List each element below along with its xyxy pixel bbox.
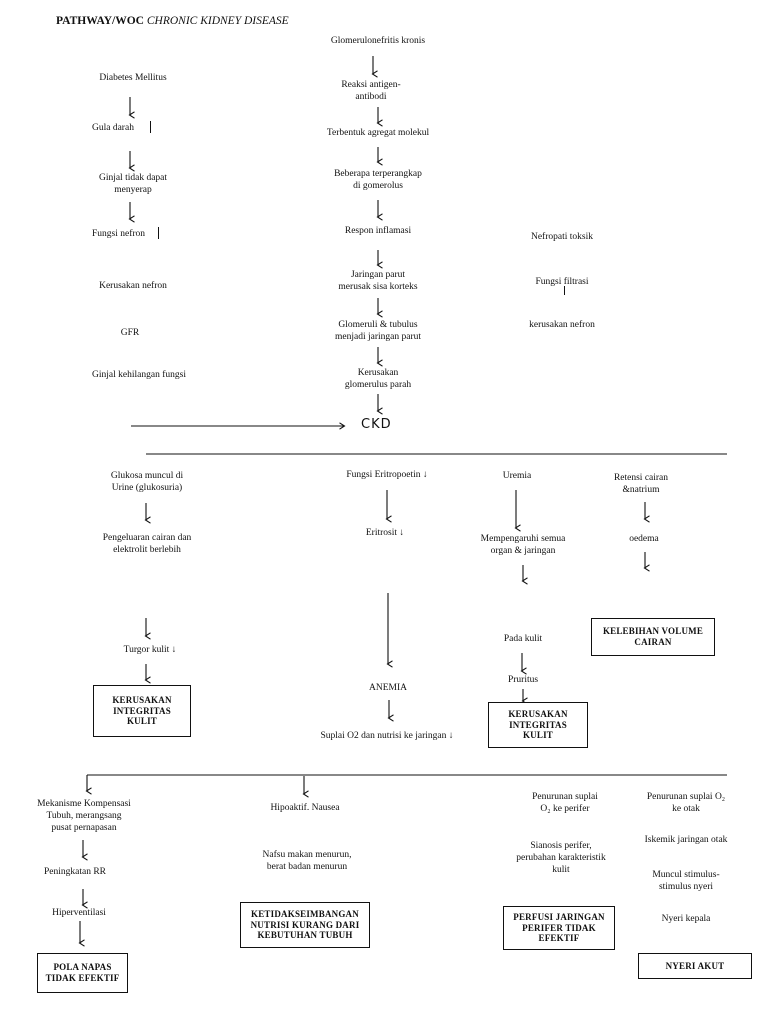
node-nefropati: Nefropati toksik [530,232,593,242]
node-glomeruli: Glomeruli & tubulus menjadi jaringan par… [335,320,421,343]
diagnosis-nyeri-akut: NYERI AKUT [638,953,752,979]
node-kerusakan-nefron-left: Kerusakan nefron [99,281,167,291]
diagnosis-kelebihan-volume-cairan: KELEBIHAN VOLUME CAIRAN [591,618,715,656]
node-sianosis: Sianosis perifer, perubahan karakteristi… [516,841,606,876]
diagnosis-perfusi-jaringan: PERFUSI JARINGAN PERIFER TIDAK EFEKTIF [503,906,615,950]
node-eritrosit: Eritrosit ↓ [365,528,405,538]
node-iskemik: Iskemik jaringan otak [644,835,728,845]
node-gula-darah: Gula darah [92,123,134,133]
node-reaksi: Reaksi antigen- antibodi [341,80,401,103]
node-uremia: Uremia [502,471,532,481]
node-pengeluaran-cairan: Pengeluaran cairan dan elektrolit berleb… [102,533,192,556]
node-diabetes: Diabetes Mellitus [99,73,167,83]
node-penurunan-suplai-perifer: Penurunan suplai O₂ ke perifer [532,792,598,815]
node-glomerulonefritis: Glomerulonefritis kronis [330,36,426,46]
node-ginjal-menyerap: Ginjal tidak dapat menyerap [98,173,168,196]
node-glukosuria: Glukosa muncul di Urine (glukosuria) [110,471,184,494]
node-stimulus-nyeri: Muncul stimulus- stimulus nyeri [652,870,720,893]
node-suplai-o2: Suplai O2 dan nutrisi ke jaringan ↓ [320,731,454,741]
node-jaringan-parut: Jaringan parut merusak sisa korteks [338,270,418,293]
node-respon-inflamasi: Respon inflamasi [344,226,412,236]
node-nyeri-kepala: Nyeri kepala [661,914,711,924]
node-peningkatan-rr: Peningkatan RR [43,867,106,877]
node-fungsi-nefron: Fungsi nefron [92,229,146,239]
node-retensi-cairan: Retensi cairan &natrium [613,473,669,496]
diagnosis-kerusakan-integritas-kulit-1: KERUSAKAN INTEGRITAS KULIT [93,685,191,737]
node-mekanisme-kompensasi: Mekanisme Kompensasi Tubuh, merangsang p… [37,799,131,834]
node-pada-kulit: Pada kulit [503,634,543,644]
node-mempengaruhi: Mempengaruhi semua organ & jaringan [480,534,566,557]
node-pruritus: Pruritus [507,675,539,685]
node-oedema: oedema [629,534,659,544]
node-ginjal-fungsi: Ginjal kehilangan fungsi [92,370,186,380]
node-ckd: CKD [361,417,392,432]
node-terperangkap: Beberapa terperangkap di gomerolus [334,169,422,192]
node-hiperventilasi: Hiperventilasi [52,908,106,918]
node-turgor-kulit: Turgor kulit ↓ [123,645,177,655]
node-kerusakan-nefron-right: kerusakan nefron [529,320,595,330]
node-nafsu-makan: Nafsu makan menurun, berat badan menurun [262,850,352,873]
tick-nefron [158,227,159,239]
tick-filtrasi [564,286,565,295]
diagnosis-kerusakan-integritas-kulit-2: KERUSAKAN INTEGRITAS KULIT [488,702,588,748]
node-hipoaktif: Hipoaktif. Nausea [270,803,340,813]
tick-gula [150,121,151,133]
node-penurunan-suplai-otak: Penurunan suplai O₂ ke otak [646,792,726,815]
diagnosis-pola-napas: POLA NAPAS TIDAK EFEKTIF [37,953,128,993]
node-fungsi-filtrasi: Fungsi filtrasi [535,277,589,287]
node-eritropoetin: Fungsi Eritropoetin ↓ [346,470,428,480]
node-gfr: GFR [120,328,140,338]
page-title: PATHWAY/WOC CHRONIC KIDNEY DISEASE [56,15,289,27]
diagnosis-ketidakseimbangan-nutrisi: KETIDAKSEIMBANGAN NUTRISI KURANG DARI KE… [240,902,370,948]
node-kerusakan-glomerulus: Kerusakan glomerulus parah [344,368,412,391]
node-anemia: ANEMIA [369,683,407,693]
node-agregat: Terbentuk agregat molekul [326,128,430,138]
